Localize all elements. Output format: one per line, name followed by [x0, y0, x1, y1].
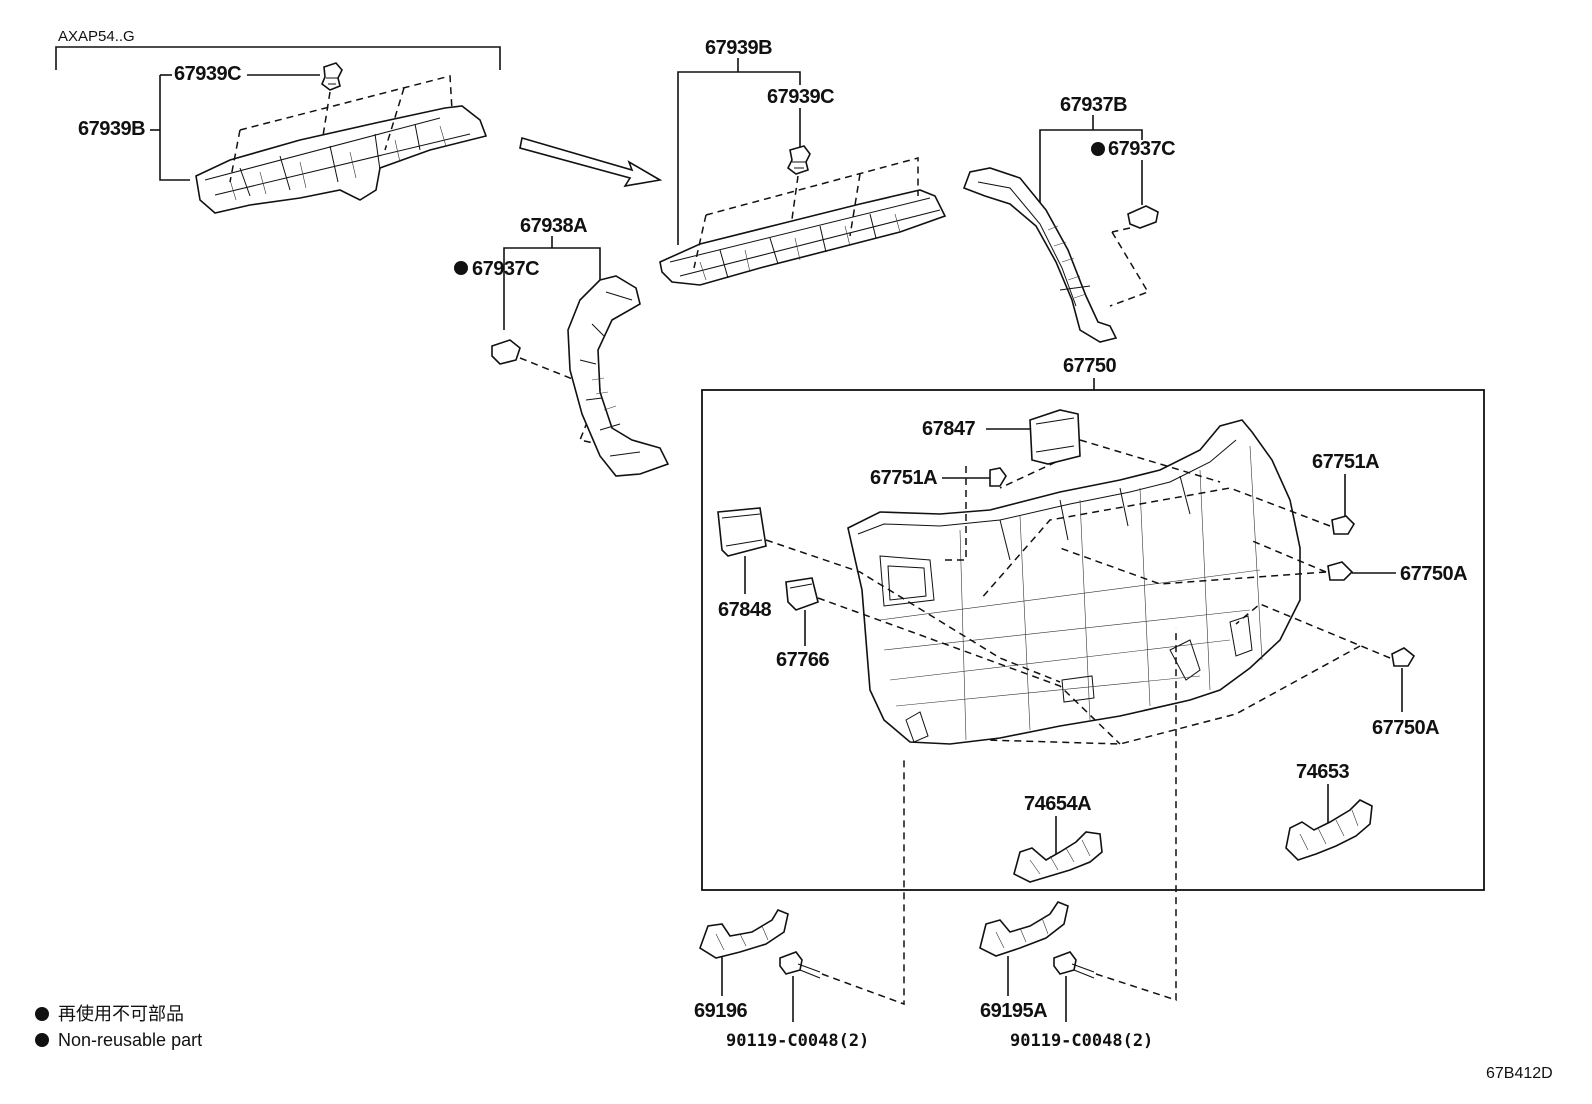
clip-67937C-right [1127, 205, 1159, 229]
pillar-67937B [962, 167, 1118, 343]
bolt-90119-left [779, 951, 821, 979]
label-74654A[interactable]: 74654A [1024, 793, 1092, 815]
label-69195A[interactable]: 69195A [980, 1000, 1048, 1022]
left-pillar-assembly: 67938A 67937C [454, 215, 670, 477]
cover-67766 [785, 577, 819, 611]
label-67750A-upper[interactable]: 67750A [1400, 563, 1468, 585]
clip-67937C-left [491, 339, 521, 365]
variant-label: AXAP54..G [58, 28, 135, 45]
non-reusable-marker-left [454, 261, 468, 275]
legend-marker-1 [35, 1007, 49, 1021]
clip-67750A-lower [1391, 647, 1416, 667]
label-67847[interactable]: 67847 [922, 418, 976, 440]
clip-67939C-mid [786, 145, 811, 175]
assembly-frame [701, 389, 1485, 891]
label-90119-right[interactable]: 90119-C0048(2) [1010, 1031, 1153, 1051]
label-67751A-left[interactable]: 67751A [870, 467, 938, 489]
bracket-69195A [979, 901, 1069, 957]
label-90119-left[interactable]: 90119-C0048(2) [726, 1031, 869, 1051]
clip-67750A-upper [1327, 561, 1354, 581]
legend-line-2: Non-reusable part [58, 1030, 202, 1050]
cover-67848 [717, 507, 767, 557]
clip-67751A-right [1331, 515, 1356, 535]
cover-67847 [1029, 409, 1081, 465]
left-upper-trim-assembly: 67939C 67939B [78, 62, 488, 214]
label-67848[interactable]: 67848 [718, 599, 772, 621]
clip-67751A-left [989, 467, 1007, 487]
diagram-code: 67B412D [1486, 1065, 1553, 1082]
middle-upper-trim-assembly: 67939B 67939C [659, 37, 947, 286]
legend: 再使用不可部品 Non-reusable part [35, 1004, 202, 1050]
bracket-69196 [699, 909, 789, 959]
label-67939C-left[interactable]: 67939C [174, 63, 242, 85]
label-67937B[interactable]: 67937B [1060, 94, 1128, 116]
legend-line-1: 再使用不可部品 [58, 1004, 184, 1024]
lower-bracket-right: 69195A 90119-C0048(2) [979, 628, 1177, 1051]
label-67938A[interactable]: 67938A [520, 215, 588, 237]
variant-bracket: AXAP54..G [55, 28, 501, 70]
bolt-90119-right [1053, 951, 1095, 979]
transition-arrow [519, 136, 663, 188]
label-69196[interactable]: 69196 [694, 1000, 748, 1022]
clip-67939C-left [321, 62, 343, 91]
bracket-74654A [1013, 831, 1103, 883]
bracket-74653 [1285, 799, 1373, 861]
label-67751A-right[interactable]: 67751A [1312, 451, 1380, 473]
label-67937C-right[interactable]: 67937C [1108, 138, 1176, 160]
label-74653[interactable]: 74653 [1296, 761, 1350, 783]
label-67939B-left[interactable]: 67939B [78, 118, 146, 140]
trim-67939B-left [195, 105, 488, 214]
right-pillar-assembly: 67937B 67937C [962, 94, 1176, 343]
label-67766[interactable]: 67766 [776, 649, 830, 671]
label-67750A-lower[interactable]: 67750A [1372, 717, 1440, 739]
legend-marker-2 [35, 1033, 49, 1047]
label-67939C-mid[interactable]: 67939C [767, 86, 835, 108]
back-door-trim-assembly: 67750 67847 67751A [701, 355, 1485, 891]
label-67937C-left[interactable]: 67937C [472, 258, 540, 280]
label-67750[interactable]: 67750 [1063, 355, 1117, 377]
label-67939B-mid[interactable]: 67939B [705, 37, 773, 59]
pillar-67938A [567, 275, 670, 477]
trim-67939B-mid [659, 189, 947, 286]
lower-bracket-left: 69196 90119-C0048(2) [694, 758, 905, 1051]
non-reusable-marker-right [1091, 142, 1105, 156]
